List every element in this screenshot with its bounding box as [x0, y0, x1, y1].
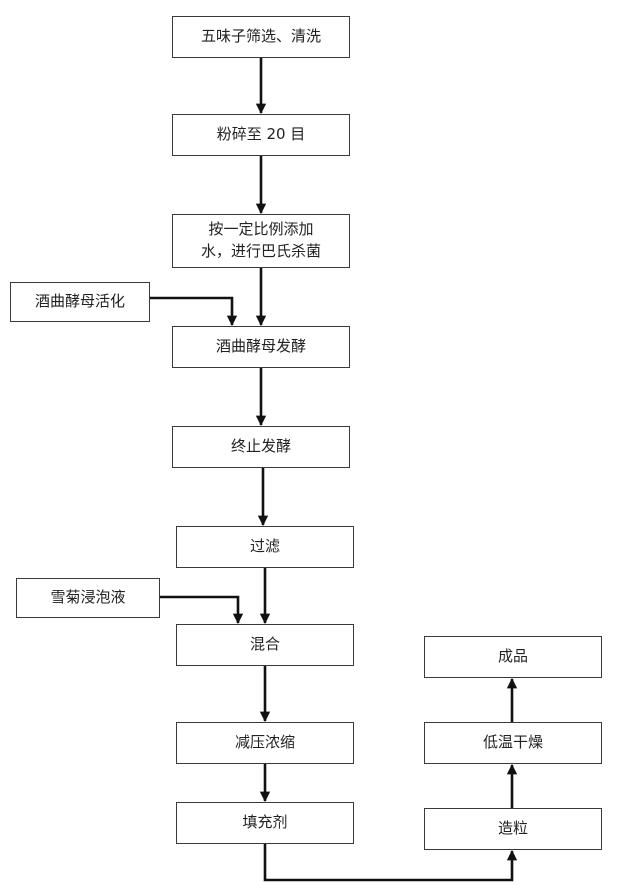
step-granulate: 造粒 — [424, 808, 602, 850]
step-filter: 过滤 — [176, 526, 354, 568]
step-product: 成品 — [424, 636, 602, 678]
step-stop-ferment: 终止发酵 — [172, 426, 350, 468]
step-add-water-pasteurize: 按一定比例添加 水，进行巴氏杀菌 — [172, 214, 350, 268]
arrow-yeast-activation-to-ferment — [150, 298, 232, 325]
step-vacuum-concentrate: 减压浓缩 — [176, 722, 354, 764]
arrow-chrysanthemum-to-mix — [160, 597, 238, 623]
step-low-temp-dry: 低温干燥 — [424, 722, 602, 764]
step-snow-chrysanthemum-infusion: 雪菊浸泡液 — [16, 578, 160, 618]
step-filler: 填充剂 — [176, 802, 354, 844]
step-mix: 混合 — [176, 624, 354, 666]
step-grind: 粉碎至 20 目 — [172, 114, 350, 156]
step-screen-wash: 五味子筛选、清洗 — [172, 16, 350, 58]
step-ferment: 酒曲酵母发酵 — [172, 326, 350, 368]
step-yeast-activation: 酒曲酵母活化 — [10, 282, 150, 322]
